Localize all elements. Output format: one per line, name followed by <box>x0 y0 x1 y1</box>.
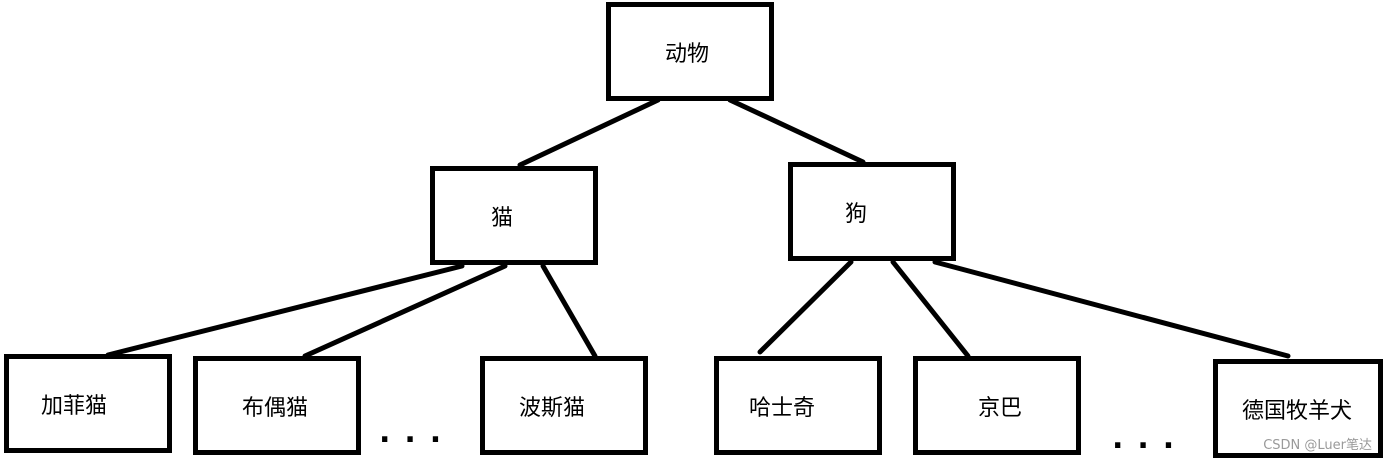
edge-cat-ragdoll <box>302 263 508 359</box>
edge-dog-german-shepherd <box>932 259 1291 359</box>
node-label: 布偶猫 <box>242 395 309 421</box>
node-label: 京巴 <box>978 395 1023 421</box>
node-pekingese: 京巴 <box>913 356 1081 455</box>
node-root: 动物 <box>606 2 774 101</box>
node-label: 德国牧羊犬 <box>1242 398 1353 424</box>
node-ragdoll: 布偶猫 <box>193 356 361 455</box>
watermark: CSDN @Luer笔达 <box>1263 438 1372 453</box>
ellipsis-cats: ... <box>379 415 456 450</box>
edge-root-dog <box>727 97 866 165</box>
node-label: 波斯猫 <box>519 395 586 421</box>
node-cat: 猫 <box>430 166 598 265</box>
edge-dog-husky <box>757 259 854 355</box>
node-garfield: 加菲猫 <box>4 354 172 453</box>
edge-root-cat <box>517 97 661 168</box>
node-label: 加菲猫 <box>41 393 108 419</box>
node-label: 哈士奇 <box>749 395 816 421</box>
edge-cat-persian <box>540 263 598 359</box>
node-label: 狗 <box>845 201 868 227</box>
ellipsis-dogs: ... <box>1112 421 1189 456</box>
edge-cat-garfield <box>105 263 465 358</box>
node-persian: 波斯猫 <box>480 356 648 455</box>
node-label: 猫 <box>491 205 514 231</box>
node-german-shepherd: 德国牧羊犬 <box>1213 359 1383 458</box>
node-husky: 哈士奇 <box>714 356 882 455</box>
node-dog: 狗 <box>788 162 956 261</box>
node-label: 动物 <box>665 41 710 67</box>
edge-dog-pekingese <box>890 259 971 359</box>
